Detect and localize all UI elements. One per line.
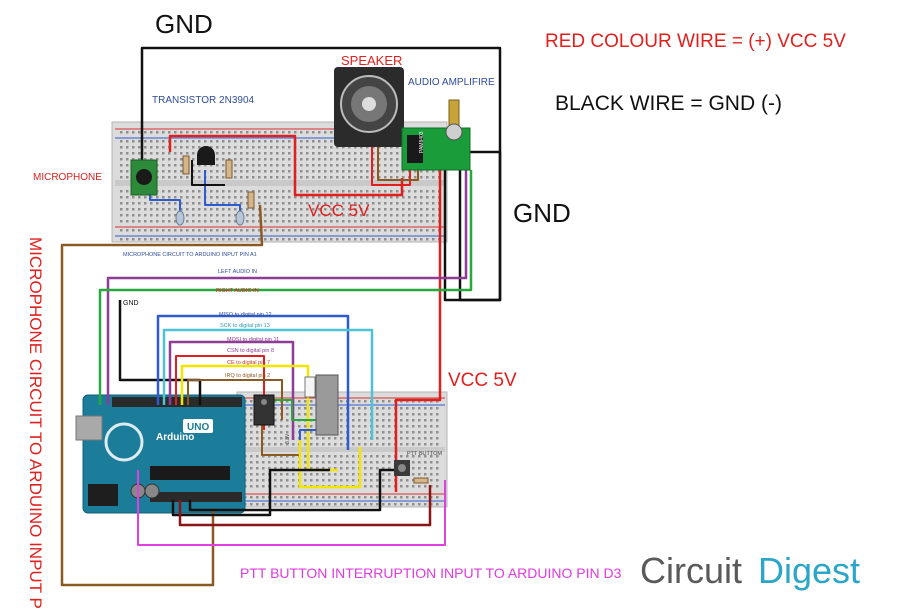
amplifier-chip-label: PAM8403 <box>419 131 425 153</box>
arduino-brand-text: Arduino <box>156 432 194 443</box>
gnd-top-label: GND <box>155 9 213 39</box>
ptt-caption: PTT BUTTON INTERRUPTION INPUT TO ARDUINO… <box>240 565 622 581</box>
regulator-label: 3.3V <box>285 433 291 444</box>
miso-label: MISO to digital pin 12 <box>219 312 272 318</box>
microphone-label: MICROPHONE <box>33 172 102 183</box>
voltage-regulator: 3.3V <box>253 394 291 444</box>
logo-digest-text: Digest <box>758 550 860 591</box>
mic-to-a1-label: MICROPHONE CIRCUIT TO ARDUINO INPUT PIN … <box>123 252 257 258</box>
microphone-module <box>130 159 158 196</box>
vcc-mid-label: VCC 5V <box>448 370 517 391</box>
csn-label: CSN to digital pin 8 <box>227 348 274 354</box>
speaker <box>334 67 404 147</box>
transistor-2n3904 <box>197 146 215 165</box>
mosi-label: MOSI to digital pin 11 <box>227 337 279 343</box>
amplifier-label: AUDIO AMPLIFIRE <box>408 77 495 88</box>
gnd-right-label: GND <box>513 198 571 228</box>
wires <box>60 46 502 587</box>
circuitdigest-logo: Circuit Digest <box>640 550 860 591</box>
irq-label: IRQ to digital pin 2 <box>225 373 270 379</box>
ce-label: CE to digital pin 7 <box>227 360 270 366</box>
speaker-label: SPEAKER <box>341 53 402 68</box>
right-audio-label: RIGHT AUDIO IN <box>216 288 259 294</box>
transistor-label: TRANSISTOR 2N3904 <box>152 95 255 106</box>
sck-label: SCK to digital pin 13 <box>220 323 270 329</box>
ptt-button-label: PTT BUTTOM <box>407 451 442 457</box>
audio-amplifier-board: PAM8403 <box>401 99 471 171</box>
left-audio-label: LEFT AUDIO IN <box>218 269 257 275</box>
arduino-model-text: UNO <box>187 422 209 433</box>
red-wire-legend: RED COLOUR WIRE = (+) VCC 5V <box>545 31 846 52</box>
vcc-top-label: VCC 5V <box>308 201 370 220</box>
black-wire-legend: BLACK WIRE = GND (-) <box>555 92 782 115</box>
resistors-top <box>175 155 255 226</box>
nrf24l01-module <box>304 374 339 436</box>
logo-circuit-text: Circuit <box>640 550 742 591</box>
gnd-small-label: GND <box>123 300 139 307</box>
ptt-button <box>394 460 429 484</box>
arduino-uno-board: Arduino UNO <box>75 394 246 514</box>
vertical-mic-label: MICROPHONE CIRCUIT TO ARDUINO INPUT PIN <box>26 237 45 610</box>
